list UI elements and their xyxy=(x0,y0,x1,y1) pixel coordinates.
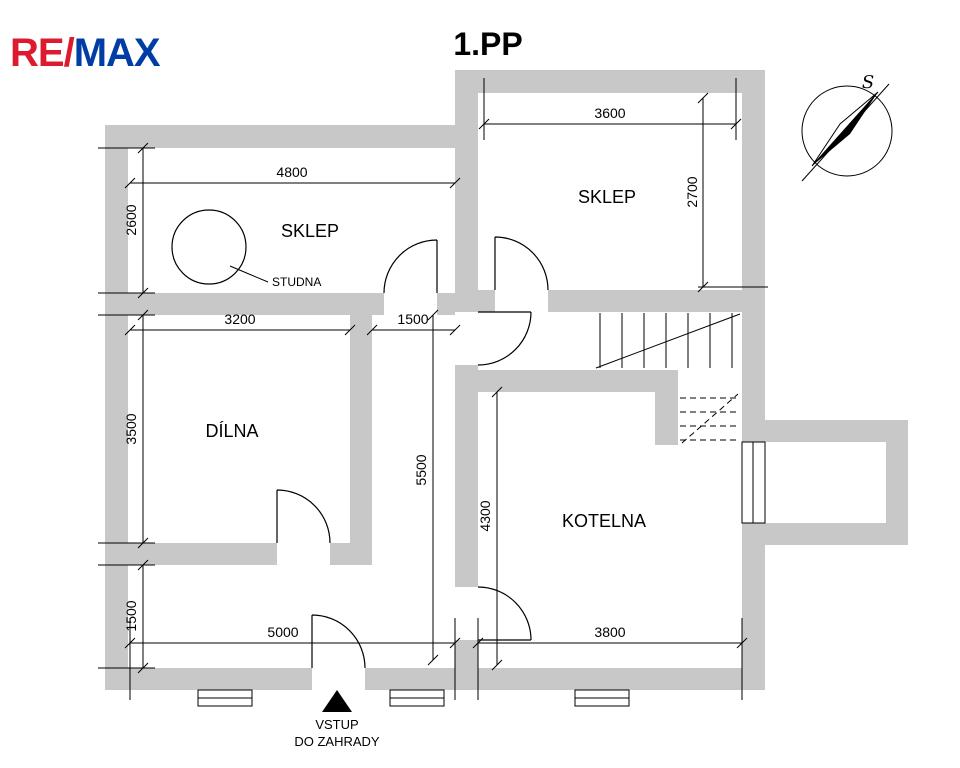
entrance-label-line1: VSTUP xyxy=(315,717,358,732)
walls xyxy=(105,70,908,690)
dim-sklep-right-depth: 2700 xyxy=(684,176,700,207)
room-label-sklep-right: SKLEP xyxy=(578,187,636,207)
well: STUDNA xyxy=(171,209,321,289)
remax-logo: RE/MAX xyxy=(10,31,162,75)
door-openings xyxy=(277,290,548,690)
room-labels: SKLEP SKLEP DÍLNA KOTELNA xyxy=(205,187,646,531)
logo-re: RE xyxy=(10,31,64,75)
dimension-labels: 4800 3600 3200 1500 5000 3800 2600 2700 … xyxy=(123,105,700,640)
plan-title: 1.PP xyxy=(453,26,522,62)
svg-text:RE/MAX: RE/MAX xyxy=(10,31,161,75)
dim-hall-width: 1500 xyxy=(397,311,428,327)
entrance-marker: VSTUP DO ZAHRADY xyxy=(294,690,380,749)
dim-sklep-left-depth: 2600 xyxy=(123,204,139,235)
doors xyxy=(276,236,549,669)
door-garden-entrance xyxy=(311,614,366,669)
staircase xyxy=(595,313,741,444)
well-circle xyxy=(171,209,247,285)
room-label-sklep-left: SKLEP xyxy=(281,221,339,241)
compass-circle xyxy=(801,85,893,177)
door-stair-hall xyxy=(477,311,532,366)
logo-max: MAX xyxy=(74,31,161,75)
door-dilna xyxy=(276,489,331,544)
dim-sklep-left-width: 4800 xyxy=(276,164,307,180)
dim-kotelna-depth: 4300 xyxy=(477,500,493,531)
compass-rose-icon: S xyxy=(801,72,893,182)
basement-window xyxy=(197,689,253,707)
compass-needle-dark xyxy=(812,92,878,166)
dimension-ticks xyxy=(124,92,748,674)
door-kotelna xyxy=(477,586,532,641)
dim-bottom-right-width: 3800 xyxy=(594,624,625,640)
dim-hall-length: 5500 xyxy=(413,454,429,485)
basement-window xyxy=(574,689,630,707)
dim-dilna-depth: 3500 xyxy=(123,413,139,444)
compass-north-label: S xyxy=(862,72,874,93)
door-hall-to-sklep xyxy=(383,239,438,294)
dimension-lines xyxy=(124,92,748,674)
basement-window xyxy=(389,689,445,707)
door-sklep-right xyxy=(494,236,549,291)
dim-sklep-right-width: 3600 xyxy=(594,105,625,121)
room-label-dilna: DÍLNA xyxy=(205,421,258,441)
entrance-label-line2: DO ZAHRADY xyxy=(294,734,380,749)
room-label-kotelna: KOTELNA xyxy=(562,511,646,531)
dim-dilna-width: 3200 xyxy=(224,311,255,327)
entrance-arrow-icon xyxy=(322,690,352,712)
well-leader-line xyxy=(229,265,269,283)
dim-bottom-left-width: 5000 xyxy=(267,624,298,640)
well-label: STUDNA xyxy=(272,275,321,289)
dim-bottom-hall-depth: 1500 xyxy=(123,600,139,631)
extension-lines xyxy=(98,78,768,700)
lightwell-window xyxy=(741,441,766,524)
windows xyxy=(197,441,766,707)
logo-slash: / xyxy=(64,31,75,75)
